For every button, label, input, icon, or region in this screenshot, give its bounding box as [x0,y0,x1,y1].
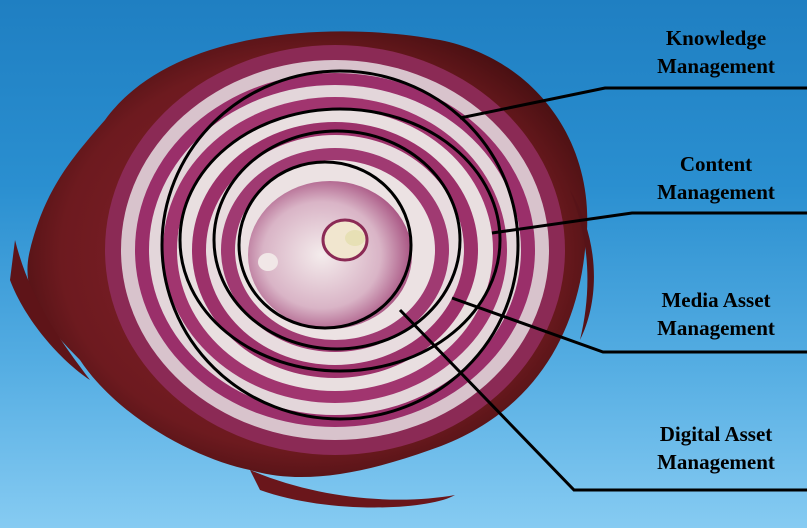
label-line: Management [636,314,796,342]
label-content-management: Content Management [636,150,796,206]
label-line: Management [636,52,796,80]
onion-layers [105,45,565,455]
label-line: Management [636,448,796,476]
label-media-asset-management: Media Asset Management [636,286,796,342]
label-knowledge-management: Knowledge Management [636,24,796,80]
label-line: Media Asset [636,286,796,314]
label-line: Digital Asset [636,420,796,448]
label-line: Content [636,150,796,178]
label-line: Management [636,178,796,206]
label-digital-asset-management: Digital Asset Management [636,420,796,476]
label-line: Knowledge [636,24,796,52]
